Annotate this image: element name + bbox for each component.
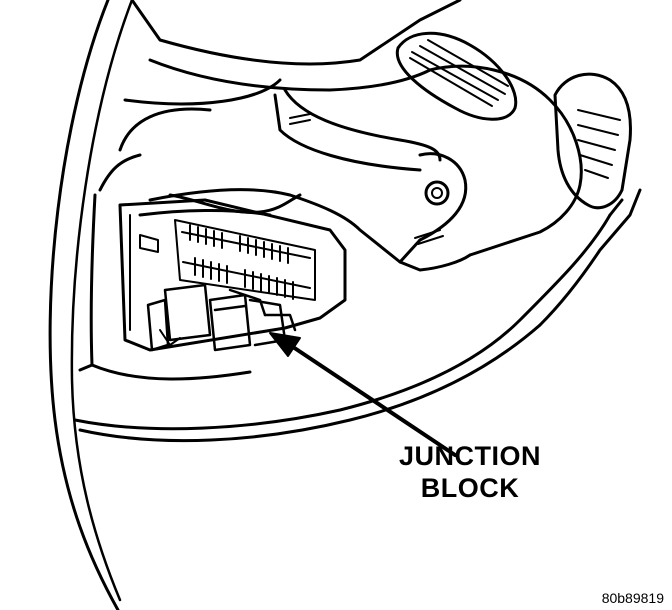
upper-air-vent [395,31,518,121]
junction-block-label: JUNCTION BLOCK [380,440,560,504]
panel-knob [424,180,450,206]
center-stack-shell [273,64,583,272]
figure-id: 80b89819 [601,590,664,606]
fuse-rows [174,219,316,301]
panel-slots [289,113,444,245]
wiring-connectors [146,283,297,352]
callout-arrow [269,332,457,457]
side-air-vent [553,72,632,210]
junction-block-housing [118,198,347,352]
lower-panel-shell [73,188,642,443]
door-pillar-edge [48,0,134,610]
label-line-1: JUNCTION [398,441,541,471]
instrument-panel-upper [98,0,462,192]
label-line-2: BLOCK [420,473,520,503]
